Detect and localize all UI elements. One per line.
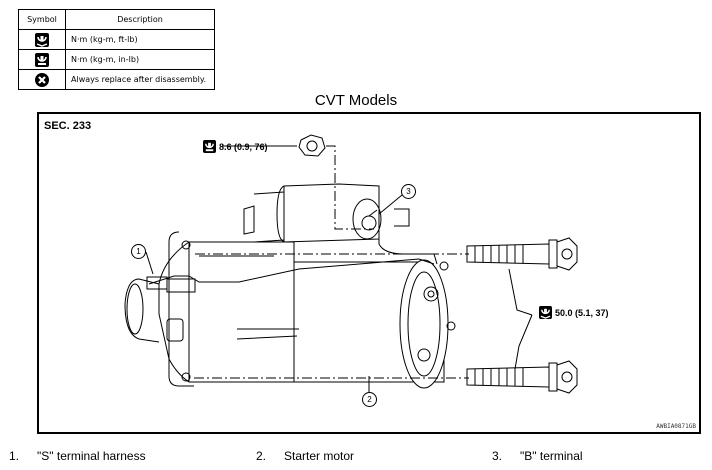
part-number: 1. [9,449,20,463]
figure-reference-code: AWBIA0871GB [656,423,696,430]
torque-value: 8.6 (0.9, 76) [219,141,268,152]
part-number: 3. [492,449,503,463]
part-label: "S" terminal harness [37,449,146,463]
callout-2: 2 [362,392,377,407]
torque-value: 50.0 (5.1, 37) [555,307,609,318]
legend-header-description: Description [65,9,215,30]
list-item: 3. "B" terminal [492,449,583,463]
legend-description: Always replace after disassembly. [65,69,215,90]
section-label: SEC. 233 [44,120,92,132]
part-number: 2. [256,449,267,463]
diagram-title: CVT Models [314,92,398,109]
part-label: "B" terminal [520,449,583,463]
callout-3: 3 [401,184,416,199]
torque-label-nut: 8.6 (0.9, 76) [203,140,268,153]
always-replace-icon [35,72,49,87]
legend-description: N·m (kg-m, in-lb) [65,49,215,70]
legend-row: N·m (kg-m, in-lb) [18,49,215,70]
list-item: 1. "S" terminal harness [9,449,146,463]
torque-label-bolts: 50.0 (5.1, 37) [539,306,609,319]
torque-ftlb-icon [35,32,49,47]
legend-row: Always replace after disassembly. [18,69,215,90]
legend-header-symbol: Symbol [18,9,66,30]
list-item: 2. Starter motor [256,449,354,463]
diagram-frame [37,112,701,434]
legend-description: N·m (kg-m, ft-lb) [65,29,215,50]
symbol-legend-table: Symbol Description N·m (kg-m, ft-lb) N·m… [18,9,215,90]
starter-motor-drawing [124,134,578,394]
legend-row: N·m (kg-m, ft-lb) [18,29,215,50]
torque-ftlb-icon [539,306,552,319]
callout-1: 1 [131,244,146,259]
torque-ftlb-icon [203,140,216,153]
part-label: Starter motor [284,449,355,463]
torque-inlb-icon [35,52,49,67]
